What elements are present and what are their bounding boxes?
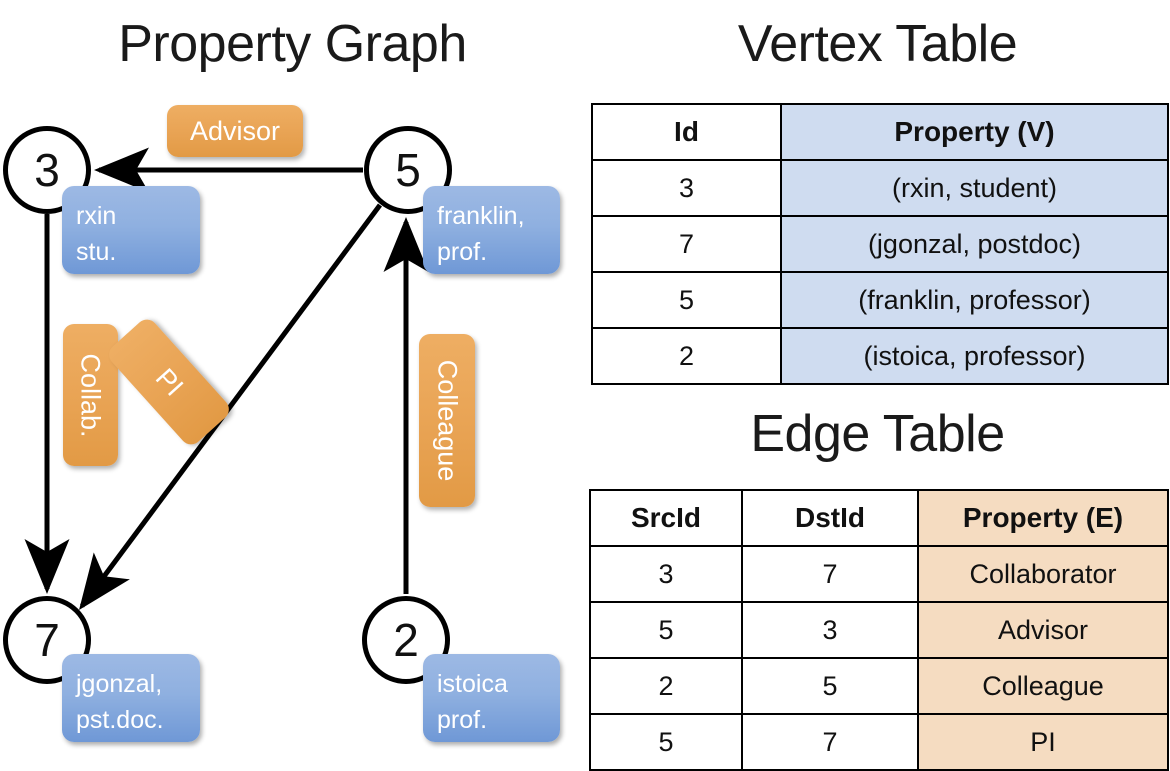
graph-edges: [24, 147, 429, 611]
edge-label-colleague: Colleague: [419, 334, 475, 507]
edge-label-collab: Collab.: [63, 324, 118, 466]
table-row: 5 3 Advisor: [589, 601, 1169, 659]
table-row: 3 7 Collaborator: [589, 545, 1169, 603]
edge-cell-property: Advisor: [917, 601, 1169, 659]
node-id-label: 7: [34, 614, 60, 666]
edge-label-text: PI: [149, 362, 190, 402]
node-property-line-1: istoica: [437, 670, 508, 698]
property-graph-title: Property Graph: [118, 15, 467, 73]
vertex-cell-id: 7: [591, 215, 782, 273]
edge-cell-property: Collaborator: [917, 545, 1169, 603]
edge-cell-srcid: 5: [589, 601, 743, 659]
node-property-line-1: jgonzal,: [76, 670, 163, 698]
node-property-box-5: franklin, prof.: [423, 186, 560, 274]
vertex-table: Id Property (V) 3 (rxin, student) 7 (jgo…: [591, 103, 1169, 385]
node-property-box-2: istoica prof.: [423, 654, 560, 742]
edge-cell-dstid: 7: [741, 545, 919, 603]
vertex-cell-id: 2: [591, 327, 782, 385]
edge-label-text: Advisor: [189, 115, 281, 146]
node-id-label: 5: [395, 144, 421, 196]
node-property-box-3: rxin stu.: [62, 186, 200, 274]
vertex-header-property: Property (V): [780, 103, 1169, 161]
graph-node-5[interactable]: 5: [364, 126, 452, 214]
edge-header-dstid: DstId: [741, 489, 919, 547]
table-row: 3 (rxin, student): [591, 159, 1169, 217]
node-property-line-2: stu.: [76, 238, 117, 267]
edge-cell-property: Colleague: [917, 657, 1169, 715]
vertex-table-header-row: Id Property (V): [591, 103, 1169, 161]
vertex-cell-property: (franklin, professor): [780, 271, 1169, 329]
edge-cell-srcid: 2: [589, 657, 743, 715]
node-property-line-2: prof.: [437, 706, 488, 735]
node-id-label: 2: [393, 614, 419, 666]
edge-cell-dstid: 5: [741, 657, 919, 715]
vertex-header-id: Id: [591, 103, 782, 161]
edge-label-text: Collab.: [76, 352, 107, 438]
edge-label-advisor: Advisor: [167, 105, 303, 157]
edge-cell-srcid: 3: [589, 545, 743, 603]
node-property-line-2: prof.: [437, 238, 488, 267]
node-property-line-1: rxin: [76, 202, 117, 230]
vertex-cell-property: (istoica, professor): [780, 327, 1169, 385]
table-row: 5 7 PI: [589, 713, 1169, 771]
table-row: 5 (franklin, professor): [591, 271, 1169, 329]
node-property-box-7: jgonzal, pst.doc.: [62, 654, 200, 742]
vertex-cell-id: 3: [591, 159, 782, 217]
edge-label-text: Colleague: [432, 359, 463, 482]
table-row: 2 5 Colleague: [589, 657, 1169, 715]
edge-table: SrcId DstId Property (E) 3 7 Collaborato…: [589, 489, 1169, 771]
vertex-table-title: Vertex Table: [737, 15, 1018, 73]
node-property-line-1: franklin,: [437, 202, 525, 230]
vertex-cell-id: 5: [591, 271, 782, 329]
edge-table-header-row: SrcId DstId Property (E): [589, 489, 1169, 547]
node-property-line-2: pst.doc.: [76, 706, 164, 735]
edge-5-to-7: [79, 203, 383, 611]
edge-table-title: Edge Table: [750, 405, 1005, 463]
edge-cell-dstid: 3: [741, 601, 919, 659]
edge-cell-property: PI: [917, 713, 1169, 771]
node-id-label: 3: [34, 144, 60, 196]
edge-header-property: Property (E): [917, 489, 1169, 547]
edge-header-srcid: SrcId: [589, 489, 743, 547]
vertex-cell-property: (jgonzal, postdoc): [780, 215, 1169, 273]
table-row: 7 (jgonzal, postdoc): [591, 215, 1169, 273]
edge-cell-dstid: 7: [741, 713, 919, 771]
edge-cell-srcid: 5: [589, 713, 743, 771]
graph-node-2[interactable]: 2: [362, 596, 450, 684]
vertex-cell-property: (rxin, student): [780, 159, 1169, 217]
table-row: 2 (istoica, professor): [591, 327, 1169, 385]
